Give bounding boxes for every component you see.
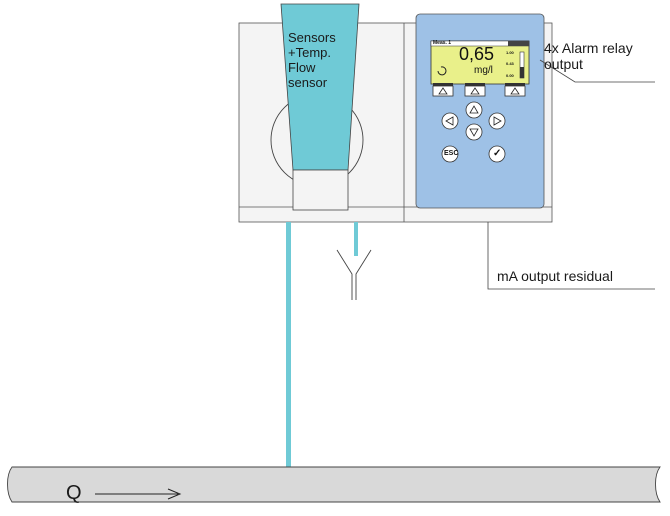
sensor-label-line-3: Flow bbox=[288, 60, 316, 75]
lcd-scale-top: 1.00 bbox=[506, 50, 514, 55]
nav-left-icon bbox=[445, 116, 454, 126]
lcd-scale-bot: 0.00 bbox=[506, 73, 514, 78]
sample-line bbox=[286, 222, 291, 470]
flow-label: Q bbox=[66, 482, 82, 504]
nav-up-button[interactable] bbox=[465, 101, 483, 119]
softkey-label-1 bbox=[433, 83, 453, 86]
nav-right-icon bbox=[493, 116, 502, 126]
lcd-unit: mg/l bbox=[474, 65, 493, 76]
pipe bbox=[7, 466, 661, 503]
alarm-relay-label: 4x Alarm relay output bbox=[544, 40, 633, 72]
alarm-relay-label-line-1: 4x Alarm relay bbox=[544, 40, 633, 56]
flow-arrow-head bbox=[167, 488, 182, 500]
softkey-2[interactable] bbox=[464, 85, 486, 97]
drain-funnel bbox=[336, 249, 372, 300]
softkey-2-triangle-icon bbox=[470, 87, 480, 95]
softkey-label-2 bbox=[465, 83, 485, 86]
lcd-bar-level bbox=[520, 67, 524, 78]
softkey-label-3 bbox=[505, 83, 525, 86]
ok-check-icon: ✓ bbox=[493, 148, 502, 159]
softkey-3-triangle-icon bbox=[510, 87, 520, 95]
lcd-status-badge bbox=[508, 41, 529, 46]
sensor-label-line-4: sensor bbox=[288, 75, 328, 90]
sensor-base bbox=[292, 169, 349, 211]
softkey-1-triangle-icon bbox=[438, 87, 448, 95]
nav-left-button[interactable] bbox=[441, 112, 459, 130]
softkey-3[interactable] bbox=[504, 85, 526, 97]
sensor-label-line-1: Sensors bbox=[288, 30, 336, 45]
ok-button[interactable] bbox=[488, 145, 506, 163]
lcd-scale-mid: 0.43 bbox=[506, 61, 514, 66]
ma-output-leader bbox=[487, 222, 655, 290]
alarm-relay-label-line-2: output bbox=[544, 56, 583, 72]
sensor-label: Sensors +Temp. Flow sensor bbox=[288, 30, 358, 90]
nav-right-button[interactable] bbox=[488, 112, 506, 130]
lcd-value: 0,65 bbox=[459, 44, 495, 64]
nav-down-icon bbox=[469, 128, 479, 137]
nav-down-button[interactable] bbox=[465, 123, 483, 141]
softkey-1[interactable] bbox=[432, 85, 454, 97]
drain-line bbox=[354, 222, 358, 256]
lcd-refresh-icon bbox=[437, 66, 447, 76]
sensor-label-line-2: +Temp. bbox=[288, 45, 331, 60]
esc-button[interactable] bbox=[441, 145, 459, 163]
ma-output-label: mA output residual bbox=[497, 268, 613, 284]
esc-label: ESC bbox=[444, 150, 459, 157]
lcd-mode-label: Meas. 1 bbox=[433, 40, 452, 46]
alarm-relay-leader bbox=[539, 59, 655, 83]
nav-up-icon bbox=[469, 105, 479, 114]
